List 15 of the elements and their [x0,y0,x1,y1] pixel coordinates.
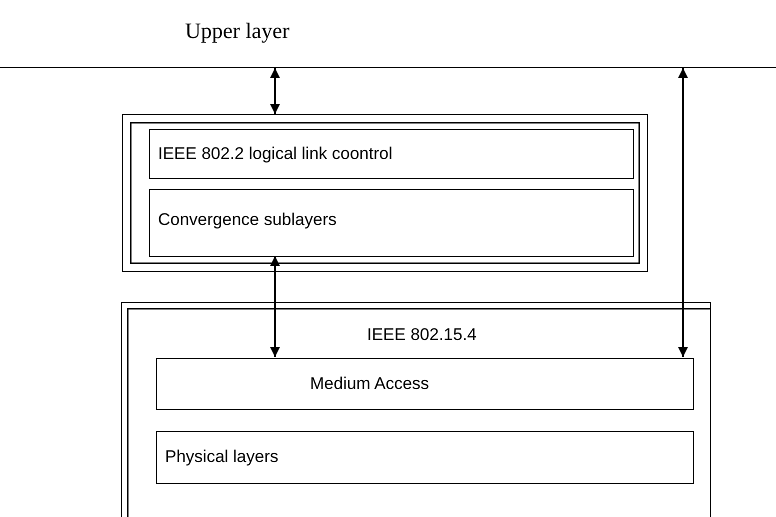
layer-label: Upper layer [185,18,290,44]
layer-box [149,129,634,179]
layer-label: IEEE 802.2 logical link coontrol [158,144,392,164]
double-arrow [270,256,280,357]
layer-label: Convergence sublayers [158,210,337,230]
double-arrow [678,68,688,357]
layer-label: Medium Access [310,374,430,394]
layer-label: IEEE 802.15.4 [367,325,477,345]
layer-box [156,358,694,410]
double-arrow [270,68,280,114]
layer-box [156,431,694,484]
layer-label: Physical layers [165,447,278,467]
layer-group-box [121,302,711,517]
layer-box [149,189,634,257]
layer-group-box [122,114,648,272]
